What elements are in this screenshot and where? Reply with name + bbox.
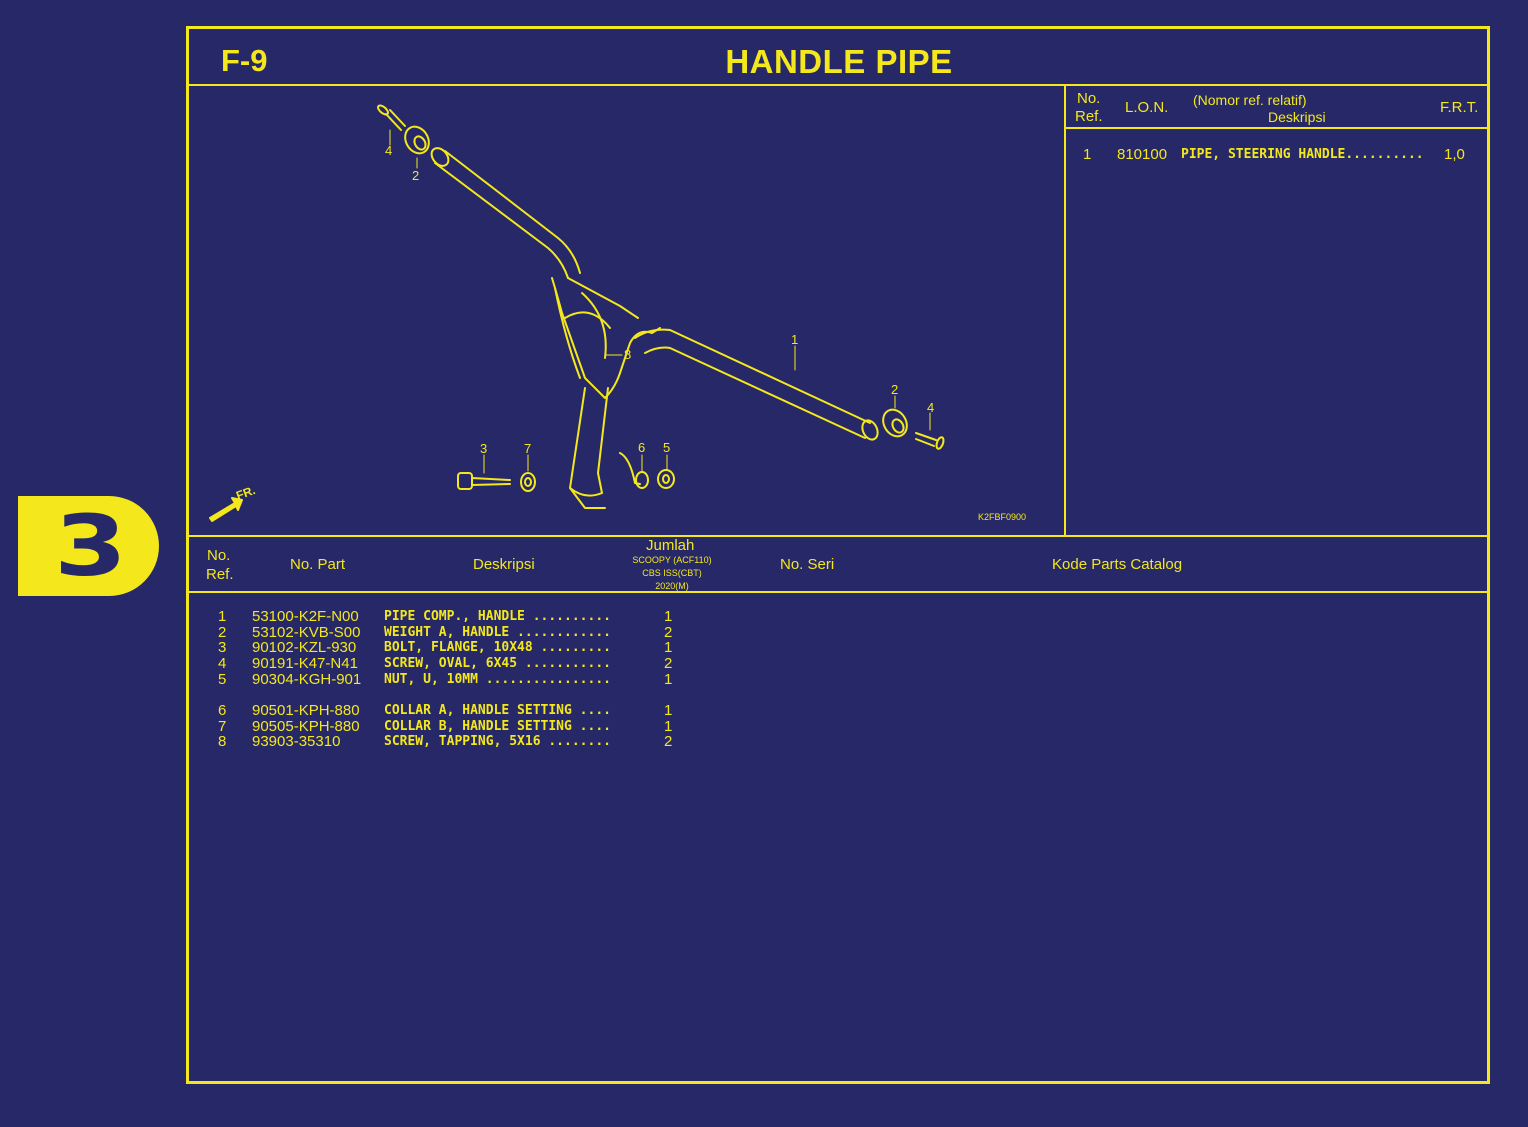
table-header-divider xyxy=(187,591,1489,593)
screw-left xyxy=(377,104,406,131)
col-seri-header: No. Seri xyxy=(780,556,835,573)
front-arrow-icon xyxy=(209,497,243,522)
catalog-page-frame: F-9 HANDLE PIPE xyxy=(186,26,1490,1084)
front-label: FR. xyxy=(234,483,257,503)
page-title: HANDLE PIPE xyxy=(725,43,953,80)
row-qty: 2 xyxy=(664,733,673,750)
ref-lon-header: L.O.N. xyxy=(1125,99,1169,116)
svg-text:4: 4 xyxy=(385,143,392,158)
row-part: 90102-KZL-930 xyxy=(252,639,357,656)
svg-text:4: 4 xyxy=(927,400,934,415)
row-part: 93903-35310 xyxy=(252,733,341,750)
row-no: 8 xyxy=(218,733,227,750)
ref-row-lon: 810100 xyxy=(1117,146,1168,163)
ref-ref-header: Ref. xyxy=(1075,108,1103,125)
row-part: 90191-K47-N41 xyxy=(252,655,358,672)
col-year-header: 2020(M) xyxy=(655,581,689,591)
bolt-bottom xyxy=(457,472,511,490)
row-qty: 1 xyxy=(664,702,673,719)
weight-left xyxy=(404,125,430,155)
diagram-divider xyxy=(187,535,1489,537)
row-no: 2 xyxy=(218,624,227,641)
collar-a xyxy=(619,452,641,485)
ref-header-divider xyxy=(1065,127,1489,129)
screw-right xyxy=(915,432,945,450)
col-variant-header: CBS ISS(CBT) xyxy=(642,568,702,578)
collar-b xyxy=(520,472,536,492)
svg-text:3: 3 xyxy=(480,441,487,456)
title-divider xyxy=(187,84,1489,86)
row-desc: WEIGHT A, HANDLE ............ xyxy=(384,625,611,640)
row-qty: 2 xyxy=(664,624,673,641)
svg-text:5: 5 xyxy=(663,440,670,455)
svg-text:2: 2 xyxy=(412,168,419,183)
row-no: 3 xyxy=(218,639,227,656)
col-model-header: SCOOPY (ACF110) xyxy=(632,555,712,565)
row-no: 4 xyxy=(218,655,227,672)
row-part: 53100-K2F-N00 xyxy=(252,608,359,625)
row-qty: 1 xyxy=(664,671,673,688)
exploded-diagram: 4 2 1 2 4 3 7 6 5 8 FR. K2FBF0900 xyxy=(190,88,1062,534)
row-no: 7 xyxy=(218,718,227,735)
row-part: 90505-KPH-880 xyxy=(252,718,360,735)
ref-nomor-header: (Nomor ref. relatif) xyxy=(1193,92,1307,108)
row-qty: 1 xyxy=(664,608,673,625)
row-desc: PIPE COMP., HANDLE .......... xyxy=(384,609,611,624)
svg-text:6: 6 xyxy=(638,440,645,455)
ref-deskripsi-header: Deskripsi xyxy=(1268,109,1326,125)
col-ref-header: Ref. xyxy=(206,566,234,583)
row-no: 6 xyxy=(218,702,227,719)
ref-row-no: 1 xyxy=(1083,146,1092,163)
nut-u xyxy=(657,469,675,489)
page-code: F-9 xyxy=(221,43,268,78)
weight-right xyxy=(882,408,908,438)
row-qty: 1 xyxy=(664,718,673,735)
col-deskripsi-header: Deskripsi xyxy=(473,556,535,573)
row-no: 1 xyxy=(218,608,227,625)
row-desc: SCREW, TAPPING, 5X16 ........ xyxy=(384,734,611,749)
panel-divider xyxy=(1064,85,1066,536)
col-no-header: No. xyxy=(207,547,231,564)
section-number: 3 xyxy=(54,497,128,595)
svg-text:8: 8 xyxy=(624,347,631,362)
row-desc: BOLT, FLANGE, 10X48 ......... xyxy=(384,640,611,655)
row-desc: SCREW, OVAL, 6X45 ........... xyxy=(384,656,611,671)
row-desc: NUT, U, 10MM ................ xyxy=(384,672,611,687)
svg-text:1: 1 xyxy=(791,332,798,347)
col-part-header: No. Part xyxy=(290,556,346,573)
col-kode-header: Kode Parts Catalog xyxy=(1052,556,1183,573)
row-qty: 1 xyxy=(664,639,673,656)
ref-row-desc: PIPE, STEERING HANDLE.......... xyxy=(1181,147,1424,162)
row-no: 5 xyxy=(218,671,227,688)
catalog-code: K2FBF0900 xyxy=(978,512,1026,522)
row-part: 90501-KPH-880 xyxy=(252,702,360,719)
row-part: 90304-KGH-901 xyxy=(252,671,362,688)
row-desc: COLLAR B, HANDLE SETTING .... xyxy=(384,719,611,734)
row-part: 53102-KVB-S00 xyxy=(252,624,361,641)
svg-text:7: 7 xyxy=(524,441,531,456)
ref-no-header: No. xyxy=(1077,90,1101,107)
ref-row-frt: 1,0 xyxy=(1444,146,1465,163)
ref-frt-header: F.R.T. xyxy=(1440,99,1479,116)
handle-pipe-drawing: 4 2 1 2 4 3 7 6 5 8 FR. K2FBF0900 xyxy=(209,104,1026,522)
row-desc: COLLAR A, HANDLE SETTING .... xyxy=(384,703,611,718)
svg-text:2: 2 xyxy=(891,382,898,397)
section-badge: 3 xyxy=(18,496,159,596)
col-jumlah-header: Jumlah xyxy=(646,537,695,554)
row-qty: 2 xyxy=(664,655,673,672)
